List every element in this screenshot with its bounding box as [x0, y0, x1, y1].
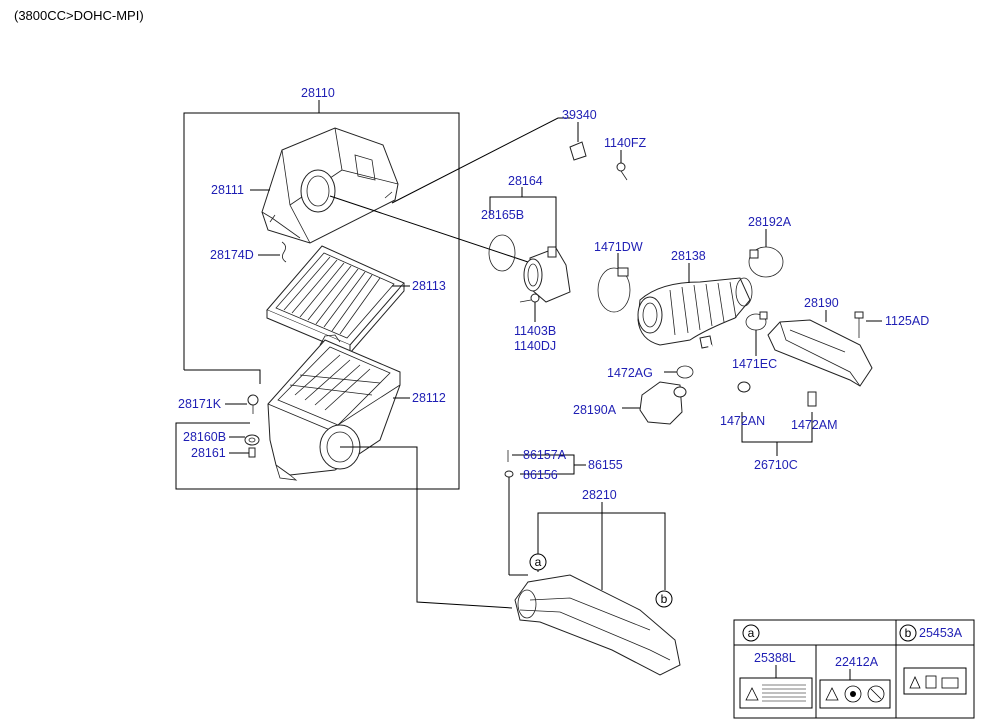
- hose-clamp-1471dw: [597, 253, 631, 313]
- part-26710c[interactable]: 26710C: [754, 458, 798, 472]
- part-28210[interactable]: 28210: [582, 488, 617, 502]
- intake-hose-28138: [637, 263, 753, 349]
- part-28192a[interactable]: 28192A: [748, 215, 792, 229]
- assembly-frame-28110: [175, 100, 460, 490]
- hose-clamp-1471ec: [745, 311, 768, 356]
- sensor-39340: [569, 122, 587, 161]
- hose-clamp-28192a: [748, 229, 784, 278]
- breather-hose-26710c: [708, 344, 817, 456]
- grommet-86156: [504, 470, 514, 478]
- part-28190a[interactable]: 28190A: [573, 403, 617, 417]
- part-28160b[interactable]: 28160B: [183, 430, 226, 444]
- part-28165b[interactable]: 28165B: [481, 208, 524, 222]
- part-86155[interactable]: 86155: [588, 458, 623, 472]
- part-28171k[interactable]: 28171K: [178, 397, 222, 411]
- part-28113[interactable]: 28113: [412, 279, 446, 293]
- air-duct-28210: [508, 477, 681, 676]
- legend-a-label: a: [748, 626, 755, 640]
- part-1471ec[interactable]: 1471EC: [732, 357, 777, 371]
- part-28174d[interactable]: 28174D: [210, 248, 254, 262]
- callout-a[interactable]: a: [529, 553, 547, 571]
- bolt-11403b: [519, 293, 540, 303]
- legend-b-label: b: [905, 626, 912, 640]
- part-28110[interactable]: 28110: [301, 86, 335, 100]
- engine-spec-title: (3800CC>DOHC-MPI): [14, 8, 144, 23]
- part-25453a[interactable]: 25453A: [919, 626, 963, 640]
- part-11403b[interactable]: 11403B: [514, 324, 556, 338]
- clamp-1472ag: [664, 365, 694, 379]
- air-cleaner-cover: [261, 127, 399, 244]
- part-28111[interactable]: 28111: [211, 183, 244, 197]
- mount-insulator-28160b: [244, 434, 260, 446]
- bolt-1125ad: [854, 311, 882, 338]
- part-28138[interactable]: 28138: [671, 249, 706, 263]
- part-86156[interactable]: 86156: [523, 468, 558, 482]
- part-1471dw[interactable]: 1471DW: [594, 240, 643, 254]
- part-1472ag[interactable]: 1472AG: [607, 366, 653, 380]
- gasket-28165b: [488, 234, 516, 272]
- part-1140dj[interactable]: 1140DJ: [514, 339, 556, 353]
- mount-bolt-28171k: [247, 394, 259, 414]
- part-22412a[interactable]: 22412A: [835, 655, 879, 669]
- resonator-duct-28190: [767, 310, 873, 387]
- part-28112[interactable]: 28112: [412, 391, 446, 405]
- part-1472am[interactable]: 1472AM: [791, 418, 838, 432]
- callout-b-label: b: [661, 592, 668, 606]
- callout-b[interactable]: b: [655, 590, 673, 608]
- part-39340[interactable]: 39340: [562, 108, 597, 122]
- part-1472an[interactable]: 1472AN: [720, 414, 765, 428]
- maf-sensor-28164: [489, 187, 571, 303]
- part-28161[interactable]: 28161: [191, 446, 226, 460]
- resonator-28190a: [622, 381, 687, 425]
- clip-28174d: [281, 241, 287, 263]
- part-1125ad[interactable]: 1125AD: [885, 314, 929, 328]
- mount-bushing-28161: [248, 447, 256, 458]
- bolt-1140fz: [616, 150, 628, 181]
- part-28164[interactable]: 28164: [508, 174, 543, 188]
- label-legend-table: a b: [733, 619, 975, 719]
- air-cleaner-body: [267, 334, 401, 481]
- part-25388l[interactable]: 25388L: [754, 651, 796, 665]
- part-86157a[interactable]: 86157A: [523, 448, 567, 462]
- air-filter-element: [266, 245, 405, 354]
- part-28190[interactable]: 28190: [804, 296, 839, 310]
- part-labels: 28110 28111 28174D 28113 28171K 28112 28…: [178, 86, 963, 669]
- part-1140fz[interactable]: 1140FZ: [604, 136, 647, 150]
- callout-a-label: a: [535, 555, 542, 569]
